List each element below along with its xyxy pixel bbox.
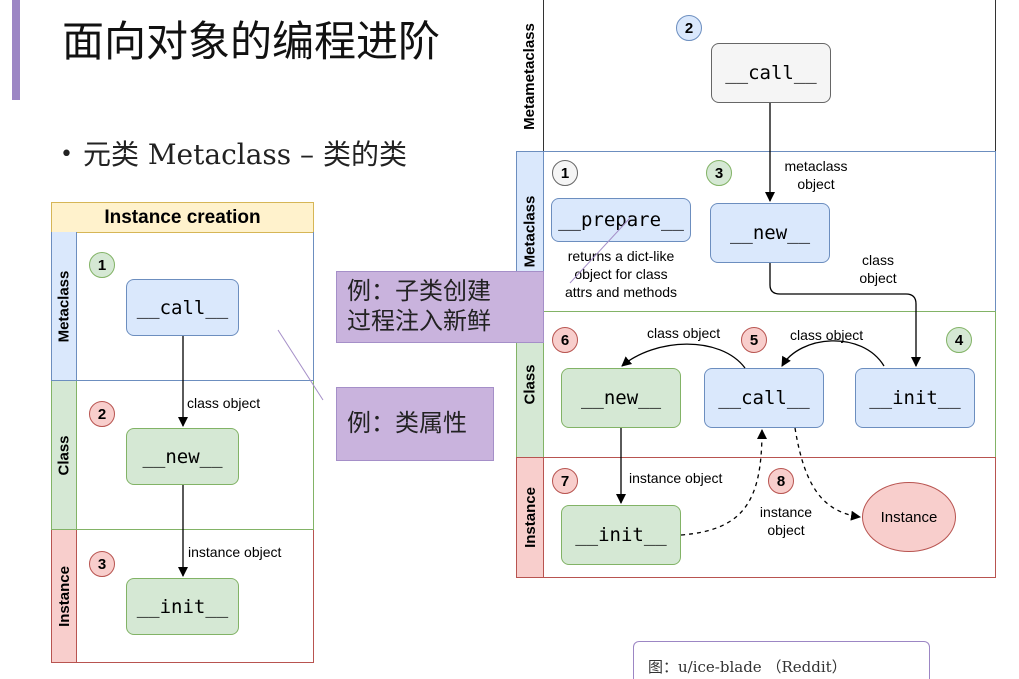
left-step-badge-2: 2 (89, 401, 115, 427)
right-prepare-node: __prepare__ (551, 198, 691, 242)
right-instance-node: Instance (862, 482, 956, 552)
callout-example-class-attr: 例：类属性 (336, 387, 494, 461)
right-step-badge-2: 2 (676, 15, 702, 41)
right-step-badge-5: 5 (741, 327, 767, 353)
right-label-class-object-arc-left: class object (647, 325, 721, 341)
left-step-badge-3: 3 (89, 551, 115, 577)
slide-accent-bar (12, 0, 20, 100)
right-lane-metametaclass-label: Metametaclass (516, 0, 544, 152)
right-step-badge-3: 3 (706, 160, 732, 186)
slide-title: 面向对象的编程进阶 (62, 17, 441, 66)
left-lane-class-label: Class (51, 381, 77, 530)
right-label-metaclass-object: metaclass object (784, 158, 848, 192)
left-new-node: __new__ (126, 428, 239, 485)
bullet-item: • 元类 Metaclass – 类的类 (60, 133, 407, 173)
right-class-call-node: __call__ (704, 368, 824, 428)
right-step-badge-1: 1 (552, 160, 578, 186)
left-step-badge-1: 1 (89, 252, 115, 278)
right-meta-new-node: __new__ (710, 203, 830, 263)
callout-example-injection: 例：子类创建 过程注入新鲜 (336, 271, 544, 343)
right-lane-instance-label: Instance (516, 457, 544, 578)
right-instance-init-node: __init__ (561, 505, 681, 565)
right-class-new-node: __new__ (561, 368, 681, 428)
right-step-badge-8: 8 (768, 468, 794, 494)
left-edge-label-instance-object: instance object (188, 544, 282, 560)
right-label-instance-object: instance object (629, 470, 723, 486)
right-label-class-object: class object (859, 252, 897, 286)
right-step-badge-4: 4 (946, 327, 972, 353)
left-lane-instance-label: Instance (51, 530, 77, 663)
left-diagram-heading: Instance creation (51, 202, 314, 233)
left-init-node: __init__ (126, 578, 239, 635)
right-prepare-note: returns a dict-like object for class att… (564, 248, 678, 300)
figure-caption: 图：u/ice-blade （Reddit） (633, 641, 930, 679)
left-call-node: __call__ (126, 279, 239, 336)
right-class-init-node: __init__ (855, 368, 975, 428)
left-edge-label-class-object: class object (187, 395, 261, 411)
bullet-text: 元类 Metaclass – 类的类 (82, 138, 407, 171)
right-label-class-object-arc-right: class object (790, 327, 864, 343)
left-lane-metaclass-label: Metaclass (51, 232, 77, 381)
right-label-instance-object-8: instance object (759, 504, 813, 538)
bullet-dot-icon: • (60, 142, 73, 167)
right-meta-call-node: __call__ (711, 43, 831, 103)
right-step-badge-7: 7 (552, 468, 578, 494)
right-step-badge-6: 6 (552, 327, 578, 353)
